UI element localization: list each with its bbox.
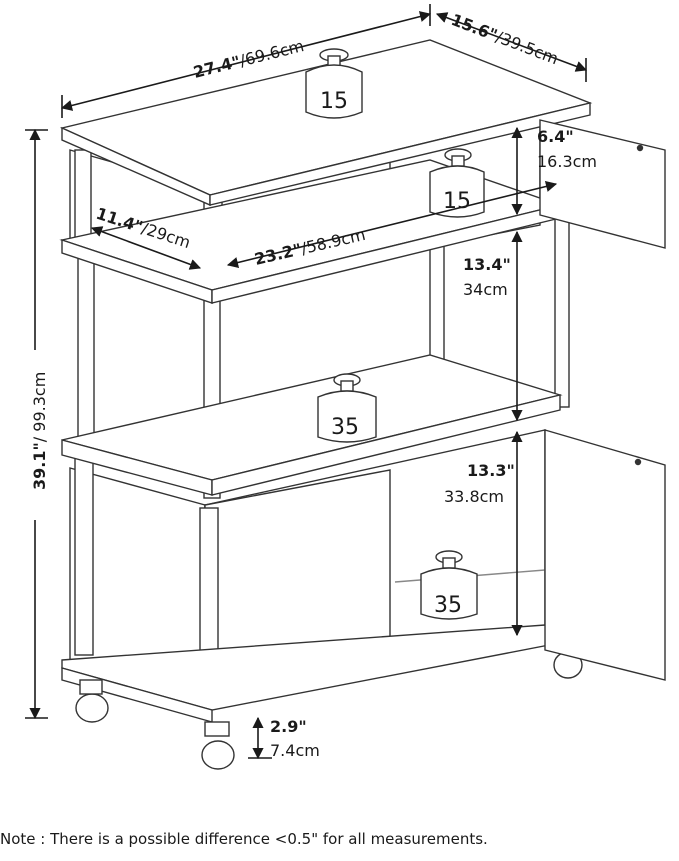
bottom-board [61,624,578,711]
inner-width-line [226,180,558,269]
door-knob [636,144,644,152]
middle-gap-cm: 34cm [463,280,508,299]
height-label: 39.1"/ 99.3cm [30,372,49,490]
lower-gap-cm: 33.8cm [444,487,504,506]
clearance-inch: 2.9" [270,717,307,736]
caster-mount [204,721,230,737]
caster-wheel [201,740,235,770]
back-post [554,214,570,408]
door-knob [634,458,642,466]
weight-middle-shelf-label: 35 [331,415,359,440]
width-line [60,11,432,111]
top-gap-inch: 6.4" [537,127,574,146]
caster-mount [79,679,103,695]
cabinet-illustration [59,39,666,770]
left-post-middle [77,254,95,451]
back-post [429,239,445,361]
lower-door-open [544,429,666,681]
height-label-backer [12,350,58,520]
weight-drawer-label: 15 [443,189,471,214]
top-board-front [209,102,591,206]
weight-top-label: 15 [320,89,348,114]
weight-bottom-shelf-label: 35 [434,593,462,618]
left-post-lower [74,454,94,656]
inner-depth-line [90,226,202,270]
lower-gap-inch: 13.3" [467,461,515,480]
depth-line [435,12,588,72]
weight-middle-shelf [317,373,377,443]
middle-gap-inch: 13.4" [463,255,511,274]
clearance-cm: 7.4cm [270,741,320,760]
middle-shelf-front [211,394,561,496]
weight-bottom-shelf [420,550,478,620]
caster-wheel [75,693,109,723]
top-gap-cm: 16.3cm [537,152,597,171]
measurement-note: Note : There is a possible difference <0… [0,830,488,848]
